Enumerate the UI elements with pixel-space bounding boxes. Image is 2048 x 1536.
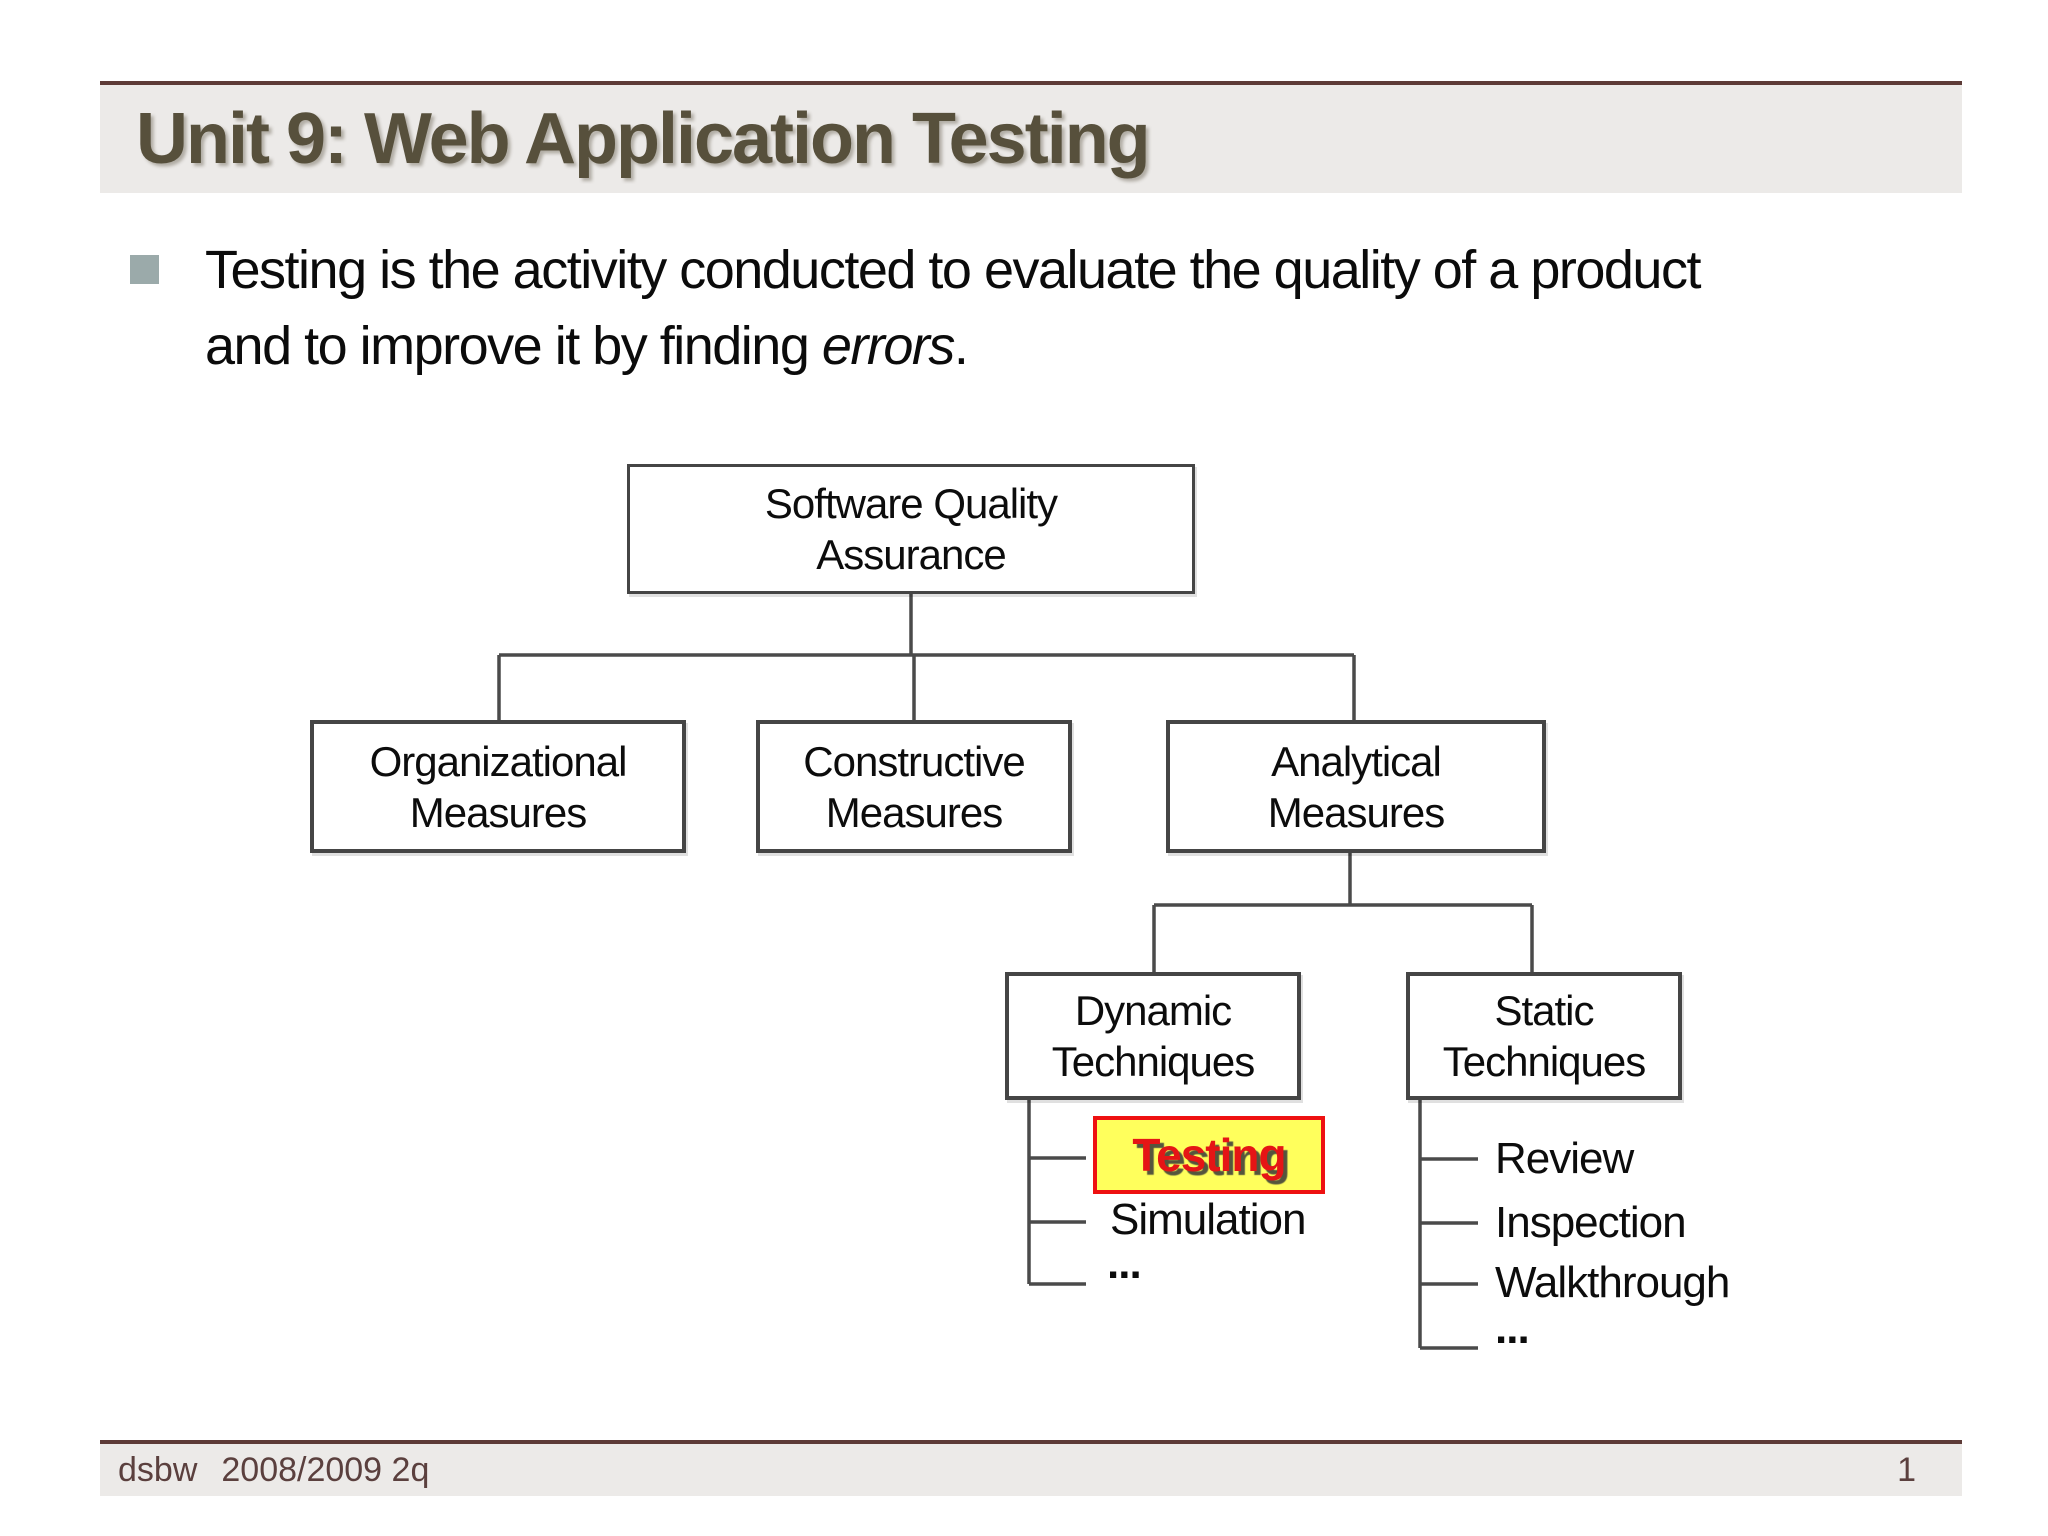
footer-bar: dsbw 2008/2009 2q 1 xyxy=(100,1444,1962,1496)
footer-course-code: dsbw xyxy=(118,1450,198,1489)
node-label-line: Analytical xyxy=(1271,737,1442,785)
node-label-line: Measures xyxy=(825,788,1003,836)
node-organizational-measures: Organizational Measures xyxy=(310,720,686,853)
node-analytical-measures: Analytical Measures xyxy=(1166,720,1546,853)
node-label-line: Assurance xyxy=(816,531,1006,578)
node-label-line: Measures xyxy=(1267,788,1445,836)
node-static-techniques: Static Techniques xyxy=(1406,972,1682,1100)
leaf-inspection: Inspection xyxy=(1495,1198,1687,1247)
leaf-simulation: Simulation xyxy=(1110,1195,1306,1244)
bullet-line-2-suffix: . xyxy=(953,316,969,376)
node-label-line: Techniques xyxy=(1051,1038,1255,1085)
node-dynamic-techniques: Dynamic Techniques xyxy=(1005,972,1301,1100)
bullet-line-2-prefix: and to improve it by finding xyxy=(205,316,822,376)
leaf-testing-label: Testing xyxy=(1132,1129,1286,1181)
footer-accent-rule xyxy=(100,1440,1962,1444)
page-number: 1 xyxy=(1897,1450,1916,1489)
header-accent-rule xyxy=(100,81,1962,85)
node-label-line: Dynamic xyxy=(1074,987,1232,1034)
bullet-line-2-italic: errors xyxy=(821,316,956,376)
bullet-line-1: Testing is the activity conducted to eva… xyxy=(205,240,1701,300)
node-label-line: Software Quality xyxy=(764,480,1058,527)
node-software-quality-assurance: Software Quality Assurance xyxy=(627,464,1195,594)
node-label-line: Static xyxy=(1494,987,1594,1034)
bullet-square-icon xyxy=(130,255,159,284)
leaf-review: Review xyxy=(1495,1134,1634,1183)
footer-term: 2008/2009 2q xyxy=(221,1450,430,1489)
title-bar: Unit 9: Web Application Testing xyxy=(100,85,1962,193)
leaf-dynamic-ellipsis: ... xyxy=(1107,1239,1142,1288)
leaf-testing-highlighted: Testing xyxy=(1093,1116,1325,1194)
leaf-walkthrough: Walkthrough xyxy=(1495,1258,1730,1307)
node-label-line: Measures xyxy=(409,788,587,836)
node-constructive-measures: Constructive Measures xyxy=(756,720,1072,853)
page-title: Unit 9: Web Application Testing xyxy=(136,99,1151,179)
node-label-line: Constructive xyxy=(803,737,1025,785)
node-label-line: Organizational xyxy=(369,737,628,785)
leaf-static-ellipsis: ... xyxy=(1495,1304,1530,1353)
node-label-line: Techniques xyxy=(1442,1038,1646,1085)
bullet-paragraph: Testing is the activity conducted to eva… xyxy=(205,232,1995,384)
